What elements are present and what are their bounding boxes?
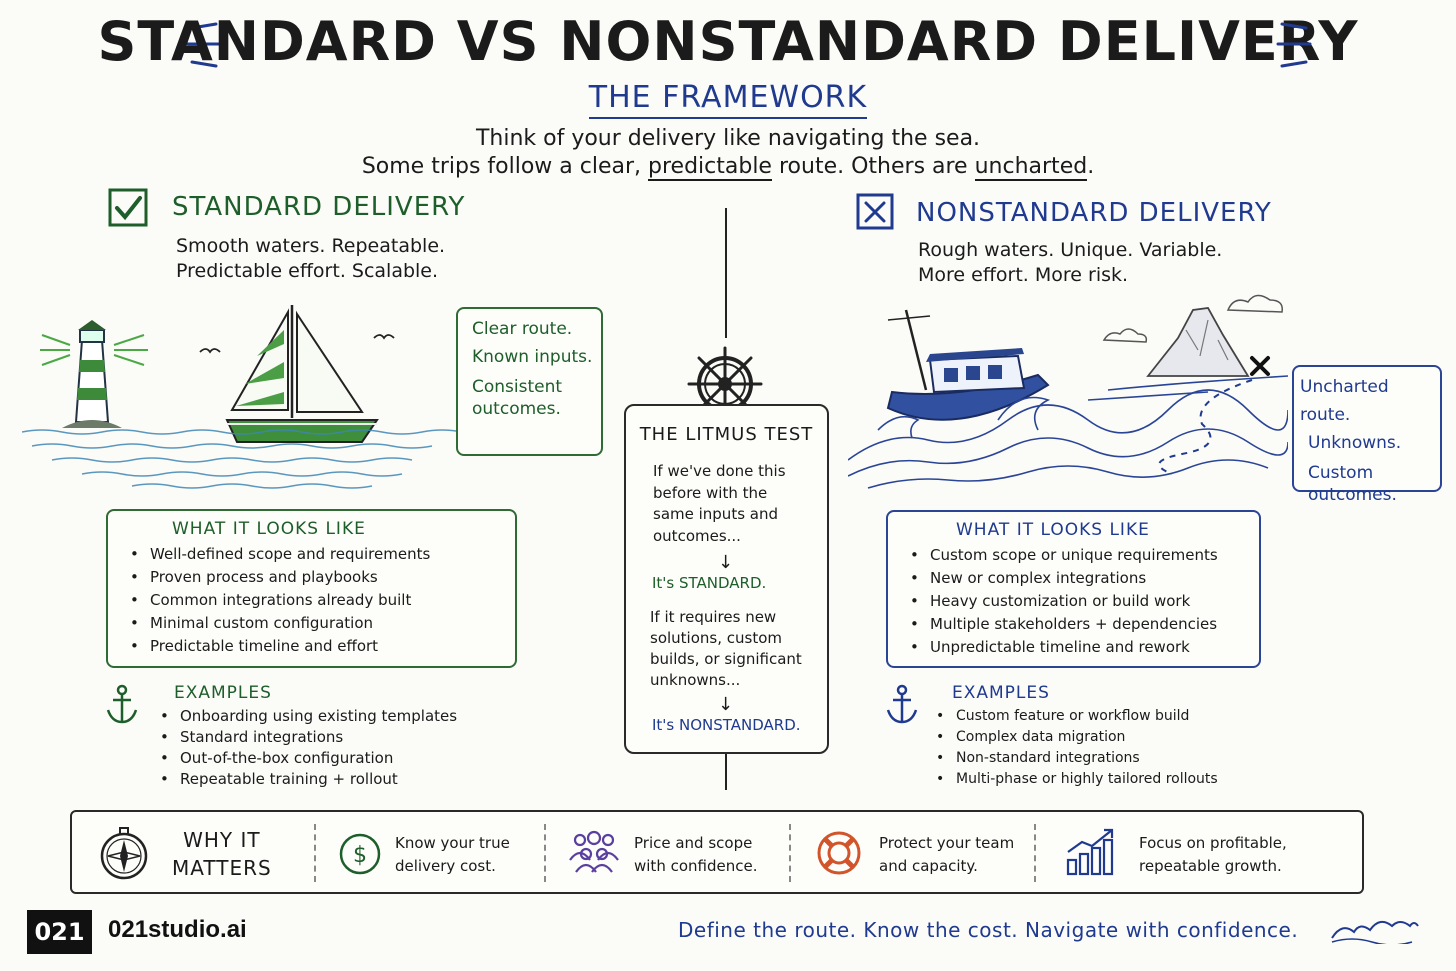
nonstandard-subtitle: Rough waters. Unique. Variable. More eff…	[918, 239, 1223, 286]
list-item: Proven process and playbooks	[128, 566, 430, 589]
litmus-title: THE LITMUS TEST	[639, 424, 814, 445]
list-item: Multiple stakeholders + dependencies	[908, 613, 1218, 636]
intro-line-2: Some trips follow a clear, predictable r…	[361, 154, 1095, 181]
arrow-down-icon: ↓	[718, 552, 734, 573]
nonstandard-callout: Uncharted route. Unknowns. Custom outcom…	[1292, 365, 1442, 505]
litmus-question-standard: If we've done this before with the same …	[653, 462, 786, 545]
list-item: Out-of-the-box configuration	[158, 748, 457, 769]
brand-logo: 021	[27, 910, 92, 954]
center-divider-top	[725, 208, 727, 338]
litmus-test-box: THE LITMUS TEST If we've done this befor…	[624, 404, 829, 754]
lighthouse-sailboat-illustration	[22, 305, 462, 489]
divider	[1034, 824, 1036, 882]
divider	[544, 824, 546, 882]
intro-line-1: Think of your delivery like navigating t…	[475, 126, 981, 151]
list-item: Well-defined scope and requirements	[128, 543, 430, 566]
list-item: Custom scope or unique requirements	[908, 544, 1218, 567]
list-item: Minimal custom configuration	[128, 612, 430, 635]
stormy-boat-illustration	[848, 294, 1288, 489]
divider	[314, 824, 316, 882]
list-item: Heavy customization or build work	[908, 590, 1218, 613]
nonstandard-examples-list: Custom feature or workflow build Complex…	[934, 706, 1218, 790]
why-item-2: Price and scope with confidence.	[634, 834, 758, 875]
standard-looks-list: Well-defined scope and requirements Prov…	[128, 543, 430, 658]
list-item: Predictable timeline and effort	[128, 635, 430, 658]
lifebuoy-icon	[817, 831, 861, 875]
growth-chart-icon	[1066, 828, 1114, 876]
list-item: Complex data migration	[934, 727, 1218, 748]
anchor-icon	[886, 684, 918, 724]
title-flourish-right	[1276, 22, 1312, 68]
standard-heading: STANDARD DELIVERY	[172, 192, 466, 222]
standard-looks-title: WHAT IT LOOKS LIKE	[172, 519, 366, 539]
wave-icon	[1331, 920, 1419, 944]
nonstandard-looks-title: WHAT IT LOOKS LIKE	[956, 520, 1150, 540]
list-item: Onboarding using existing templates	[158, 706, 457, 727]
compass-icon	[100, 827, 148, 880]
litmus-answer-standard: It's STANDARD.	[652, 574, 767, 592]
nonstandard-examples-title: EXAMPLES	[952, 683, 1050, 703]
list-item: Non-standard integrations	[934, 748, 1218, 769]
anchor-icon	[106, 684, 138, 724]
checkbox-icon	[108, 188, 148, 227]
why-it-matters-bar: WHY IT MATTERS $ Know your true delivery…	[70, 810, 1364, 894]
nonstandard-heading: NONSTANDARD DELIVERY	[916, 198, 1272, 228]
list-item: Custom feature or workflow build	[934, 706, 1218, 727]
why-item-4: Focus on profitable, repeatable growth.	[1139, 834, 1287, 875]
svg-text:$: $	[353, 843, 367, 868]
list-item: Repeatable training + rollout	[158, 769, 457, 790]
standard-looks-box: WHAT IT LOOKS LIKE Well-defined scope an…	[106, 509, 517, 668]
standard-subtitle: Smooth waters. Repeatable. Predictable e…	[176, 235, 446, 282]
title-flourish-left	[186, 22, 222, 68]
ship-wheel-icon	[687, 346, 763, 422]
center-divider-bottom	[725, 754, 727, 790]
list-item: Common integrations already built	[128, 589, 430, 612]
litmus-question-nonstandard: If it requires new solutions, custom bui…	[650, 608, 802, 689]
list-item: Unpredictable timeline and rework	[908, 636, 1218, 659]
page-subtitle: THE FRAMEWORK	[0, 80, 1456, 119]
x-box-icon	[856, 193, 894, 230]
standard-examples-title: EXAMPLES	[174, 683, 272, 703]
people-icon	[569, 830, 619, 873]
nonstandard-looks-list: Custom scope or unique requirements New …	[908, 544, 1218, 659]
why-item-3: Protect your team and capacity.	[879, 834, 1015, 875]
page-title: STANDARD VS NONSTANDARD DELIVERY	[97, 10, 1359, 73]
standard-examples-list: Onboarding using existing templates Stan…	[158, 706, 457, 790]
list-item: Multi-phase or highly tailored rollouts	[934, 769, 1218, 790]
nonstandard-looks-box: WHAT IT LOOKS LIKE Custom scope or uniqu…	[886, 510, 1261, 668]
list-item: Standard integrations	[158, 727, 457, 748]
litmus-answer-nonstandard: It's NONSTANDARD.	[652, 716, 801, 734]
divider	[789, 824, 791, 882]
standard-callout: Clear route. Known inputs. Consistent ou…	[456, 307, 603, 456]
brand-name[interactable]: 021studio.ai	[108, 916, 247, 943]
footer-tagline: Define the route. Know the cost. Navigat…	[678, 918, 1299, 942]
why-title: WHY IT MATTERS	[172, 828, 272, 880]
why-item-1: Know your true delivery cost.	[395, 834, 510, 875]
dollar-icon: $	[339, 833, 381, 875]
arrow-down-icon: ↓	[718, 694, 734, 715]
list-item: New or complex integrations	[908, 567, 1218, 590]
